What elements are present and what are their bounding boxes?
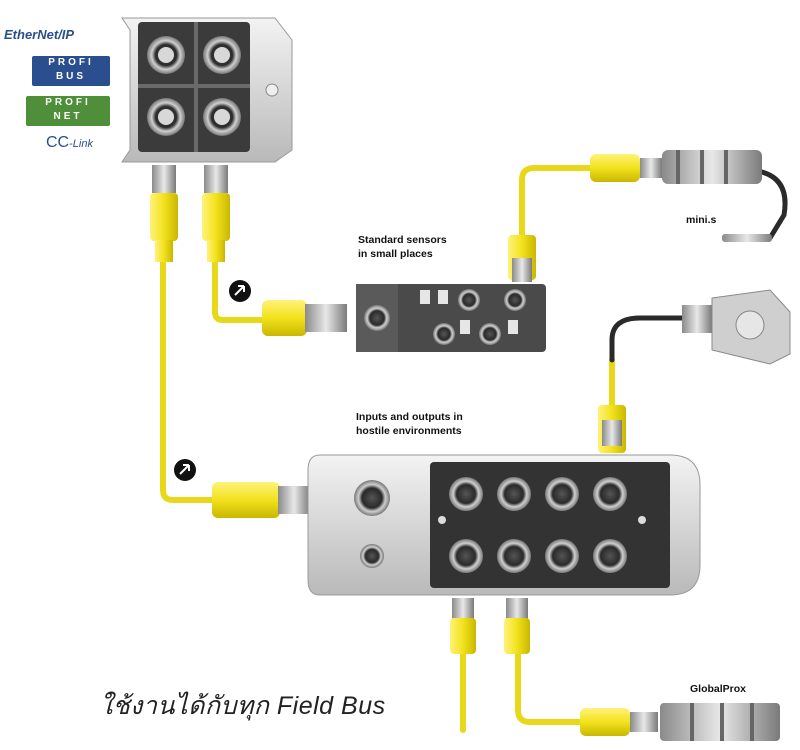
- cclink-logo: CC-Link: [46, 134, 93, 152]
- io-drop-connectors: [450, 598, 530, 654]
- valve-plug-connector: [598, 289, 791, 453]
- label-standard-sensors-line2: in small places: [358, 248, 433, 260]
- label-globalprox: GlobalProx: [690, 683, 747, 695]
- globalprox-sensor: [580, 703, 780, 741]
- cable-sensor-module-to-mini-s: [519, 165, 593, 238]
- profinet-text-line2: NET: [53, 111, 83, 122]
- arrow-badge-1: [229, 280, 251, 302]
- profibus-logo: PROFI BUS: [32, 56, 110, 86]
- cclink-text-link: -Link: [69, 138, 93, 150]
- label-io-hostile-line1: Inputs and outputs in: [356, 411, 463, 423]
- ethernetip-text: EtherNet/IP: [4, 27, 75, 42]
- cable-valve-plug: [609, 315, 685, 363]
- cclink-text-cc: CC: [46, 134, 70, 151]
- profinet-logo: PROFI NET: [26, 96, 110, 126]
- label-standard-sensors-line1: Standard sensors: [358, 234, 447, 246]
- mini-s-sensor: [590, 150, 772, 242]
- yellow-cables: [160, 165, 615, 733]
- ethernetip-logo: EtherNet/IP: [4, 26, 74, 44]
- cable-drop-to-globalprox: [515, 647, 583, 725]
- io-module: [212, 454, 701, 596]
- arrow-badge-2: [174, 459, 196, 481]
- cable-gateway-to-io-module: [160, 237, 215, 503]
- profinet-text-line1: PROFI: [45, 97, 91, 108]
- label-mini-s: mini.s: [686, 214, 717, 226]
- label-standard-sensors: Standard sensors in small places: [358, 233, 447, 261]
- black-cables: [609, 169, 788, 363]
- profibus-text-line2: BUS: [55, 71, 87, 82]
- caption-field-bus: ใช้งานได้กับทุก Field Bus: [100, 692, 386, 720]
- gateway-connectors: [150, 165, 230, 262]
- sensor-module: [262, 235, 546, 352]
- cable-mini-s: [759, 169, 788, 241]
- gateway-module: [121, 17, 293, 163]
- label-io-hostile-line2: hostile environments: [356, 425, 462, 437]
- cable-gateway-to-sensor-module: [212, 237, 265, 323]
- profibus-text-line1: PROFI: [48, 57, 94, 68]
- label-io-hostile: Inputs and outputs in hostile environmen…: [356, 410, 463, 438]
